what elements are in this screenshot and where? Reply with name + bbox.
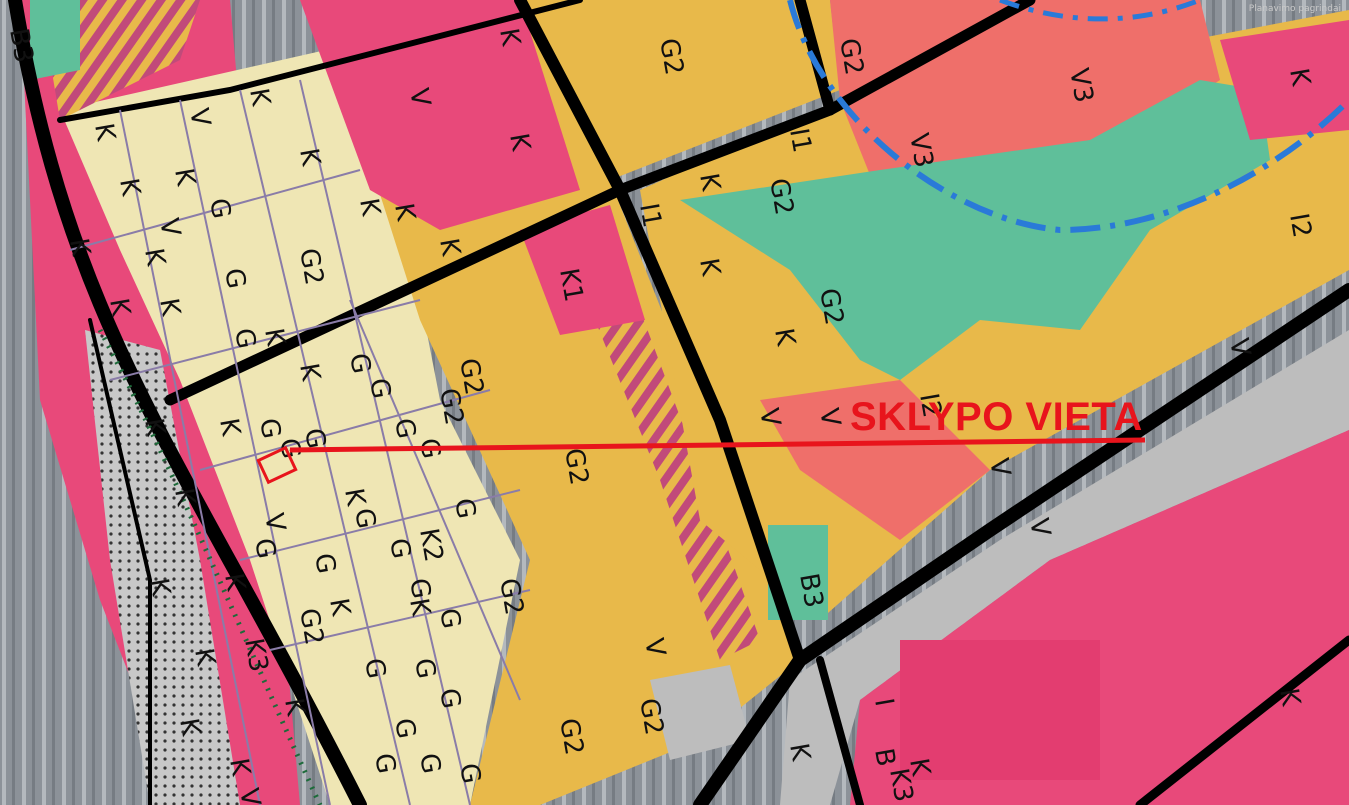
zone-label: K (293, 361, 326, 384)
zone-label: K (903, 756, 936, 779)
zone-label: K (138, 416, 171, 439)
zone-label: K (783, 741, 816, 764)
zone-label: K (1273, 686, 1306, 709)
zone-label: V3 (903, 131, 939, 170)
zone-label: K (278, 696, 311, 719)
zone-label: K (503, 131, 536, 154)
roads (8, 0, 1349, 805)
annotation-label: SKLYPO VIETA (850, 395, 1143, 439)
zone-label: G2 (293, 606, 329, 647)
zone-label: K (103, 296, 136, 319)
corner-note: Planavimo pagrindai (1248, 4, 1341, 14)
zone-label: K (433, 236, 466, 259)
zone-label: V (983, 456, 1016, 479)
zone-hatched (595, 310, 760, 660)
tree-line (97, 328, 323, 805)
zone-label: K1 (553, 266, 588, 304)
protected-boundary (787, 0, 1349, 234)
zone-label: K3 (238, 636, 273, 674)
zone-label: V (813, 406, 846, 429)
zone-label: K (63, 236, 96, 259)
zone-label: V (183, 106, 216, 129)
zone-label: K (1283, 66, 1316, 89)
zone-label: V (638, 636, 671, 659)
zone-label: K (388, 201, 421, 224)
zone-label: G2 (633, 696, 669, 737)
zone-label: G2 (558, 446, 594, 487)
zone-k1 (520, 205, 645, 335)
zone-label: K (323, 596, 356, 619)
zone-v-south (760, 380, 990, 540)
zone-label: K (353, 196, 386, 219)
zone-label: K (168, 166, 201, 189)
zone-dots (85, 330, 240, 805)
zone-label: V (233, 786, 266, 805)
zone-label: B (868, 746, 901, 769)
zone-label: G2 (453, 356, 489, 397)
protected-boundary-top (999, 0, 1201, 22)
zone-label: K (493, 26, 526, 49)
zone-label: G2 (493, 576, 529, 617)
zone-label: K (243, 86, 276, 109)
zone-label: G2 (763, 176, 799, 217)
zone-label: G2 (653, 36, 689, 77)
zone-i (650, 665, 750, 760)
plot-marker[interactable] (256, 445, 298, 485)
zone-label: I1 (633, 201, 667, 230)
zone-label: B3 (3, 26, 39, 65)
zone-label: K (143, 576, 176, 599)
zone-label: V (258, 511, 291, 534)
zone-label: B3 (793, 571, 829, 610)
zone-v3 (830, 0, 1220, 200)
zone-b (680, 80, 1270, 380)
zone-label: K (223, 756, 256, 779)
zone-label: K (113, 176, 146, 199)
zone-b3-top (30, 0, 80, 80)
zone-label: V (753, 406, 786, 429)
zone-label: K (173, 716, 206, 739)
zone-k-upper (300, 0, 580, 230)
zone-i-strip (780, 330, 1349, 805)
zone-label: G2 (553, 716, 589, 757)
zone-label: I2 (1283, 211, 1317, 240)
zone-label: K (88, 121, 121, 144)
annotation-arrow (289, 437, 1146, 453)
zone-label: I1 (783, 126, 817, 155)
zone-label: G2 (833, 36, 869, 77)
zone-label: V (153, 216, 186, 239)
zone-k-block (900, 640, 1100, 780)
zone-label: V (403, 86, 436, 109)
zone-k-ne (1220, 20, 1349, 140)
zone-label: V3 (1063, 66, 1099, 105)
zone-label: G2 (813, 286, 849, 327)
zone-label: G2 (433, 386, 469, 427)
zone-label: K (338, 486, 371, 509)
zone-label: K (693, 171, 726, 194)
zone-label: K (188, 646, 221, 669)
zone-label: K (293, 146, 326, 169)
zone-label: K (168, 486, 201, 509)
zone-label: K (218, 571, 251, 594)
zone-label: G2 (293, 246, 329, 287)
zone-label: K3 (883, 766, 918, 804)
zone-label: I2 (913, 391, 947, 420)
zone-label: V (1223, 336, 1256, 359)
zone-label: V (1023, 516, 1056, 539)
zone-label: K (138, 246, 171, 269)
zone-label: K (153, 296, 186, 319)
zone-label: K (258, 326, 291, 349)
zone-label: K2 (413, 526, 448, 564)
zone-label: K (693, 256, 726, 279)
zone-label: K (768, 326, 801, 349)
zone-label: K (403, 596, 436, 619)
zone-label: K (213, 416, 246, 439)
